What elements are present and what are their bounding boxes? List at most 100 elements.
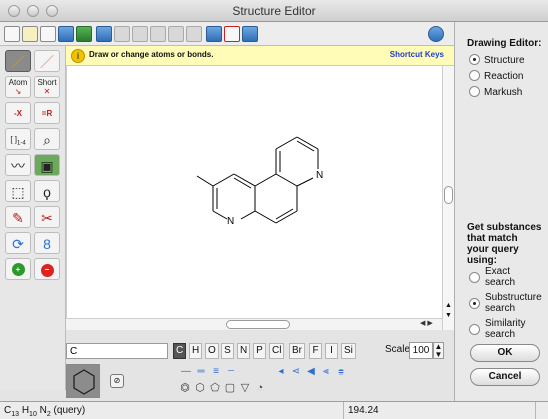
radio-icon[interactable] — [469, 54, 480, 65]
benzene-ring-icon[interactable]: ⏣ — [180, 382, 190, 394]
zoom-window-button[interactable] — [46, 5, 58, 17]
ring-fusion-tool[interactable]: ▣ — [34, 154, 60, 176]
element-button-s[interactable]: S — [221, 343, 234, 359]
copy-icon[interactable] — [132, 26, 148, 42]
ring-template-box[interactable] — [66, 364, 100, 398]
mode-structure-radio[interactable]: Structure — [469, 54, 525, 66]
element-button-o[interactable]: O — [205, 343, 219, 359]
bold-wedge-icon[interactable]: ◀ — [307, 366, 315, 377]
scale-stepper[interactable]: ▲▼ — [433, 342, 444, 359]
atom-symbol-input[interactable] — [66, 343, 168, 359]
cyclopentane-ring-icon[interactable]: ⬠ — [210, 382, 220, 394]
grid-icon[interactable] — [242, 26, 258, 42]
mode-markush-radio[interactable]: Markush — [469, 86, 522, 98]
element-button-f[interactable]: F — [309, 343, 322, 359]
wedge-bond-icon[interactable]: ◂ — [278, 366, 284, 377]
cyclohexane-ring-icon[interactable]: ⬡ — [195, 382, 205, 394]
rectangle-select-tool[interactable]: ⬚ — [5, 180, 31, 202]
element-button-br[interactable]: Br — [289, 343, 305, 359]
template-icon[interactable] — [22, 26, 38, 42]
bond-tool[interactable]: ／ — [5, 50, 31, 72]
element-button-cl[interactable]: Cl — [269, 343, 285, 359]
vertical-scrollbar[interactable]: ▲ ▼ — [442, 66, 454, 330]
replace-r-group-tool[interactable]: =R — [34, 102, 60, 124]
cancel-button[interactable]: Cancel — [470, 368, 540, 386]
bond — [254, 173, 277, 187]
single-bond-icon[interactable]: — — [181, 366, 191, 377]
decrease-charge-icon[interactable]: − — [34, 258, 60, 280]
radio-icon[interactable] — [469, 324, 480, 335]
zoom-tool[interactable]: ⌕ — [34, 128, 60, 150]
any-bond-icon[interactable]: ┄ — [227, 366, 235, 377]
atom-nitrogen-2: N — [316, 170, 323, 181]
shortcut-keys-link[interactable]: Shortcut Keys — [389, 50, 444, 59]
status-bar: C13 H10 N2 (query) 194.24 — [0, 401, 548, 419]
cut-icon[interactable] — [114, 26, 130, 42]
horizontal-scroll-thumb[interactable] — [226, 320, 290, 329]
hint-text: Draw or change atoms or bonds. — [89, 50, 214, 59]
element-button-c[interactable]: C — [173, 343, 187, 359]
element-button-h[interactable]: H — [189, 343, 203, 359]
either-bond-icon[interactable]: ⫷ — [323, 366, 329, 377]
custom-ring-icon[interactable]: ◔ — [256, 382, 264, 394]
molecular-formula: C13 H10 N2 (query) — [0, 402, 344, 419]
title-bar: Structure Editor — [0, 0, 548, 22]
element-button-n[interactable]: N — [237, 343, 251, 359]
molecular-weight: 194.24 — [344, 402, 536, 419]
cyclopropane-ring-icon[interactable]: ▽ — [240, 382, 250, 394]
bond — [233, 173, 256, 187]
new-document-icon[interactable] — [4, 26, 20, 42]
horizontal-scrollbar[interactable] — [66, 318, 442, 330]
hash-bond-icon[interactable]: ⋖ — [291, 366, 301, 377]
mode-reaction-radio[interactable]: Reaction — [469, 70, 523, 82]
bond — [233, 177, 252, 189]
radio-icon[interactable] — [469, 272, 480, 283]
ok-button[interactable]: OK — [470, 344, 540, 362]
stereo-toggle-icon[interactable]: ⊘ — [110, 374, 124, 388]
element-button-si[interactable]: Si — [341, 343, 356, 359]
bond — [296, 177, 314, 187]
help-icon[interactable] — [428, 26, 444, 42]
remove-substituent-tool[interactable]: -X — [5, 102, 31, 124]
rotate-tool[interactable]: ⟳ — [5, 232, 31, 254]
radio-icon[interactable] — [469, 70, 480, 81]
close-window-button[interactable] — [8, 5, 20, 17]
text-icon[interactable] — [40, 26, 56, 42]
atom-mapping-tool[interactable]: ✎ — [5, 206, 31, 228]
eraser-tool[interactable]: ／ — [34, 50, 60, 72]
atom-tool[interactable]: Atom↘ — [5, 76, 31, 98]
clear-icon[interactable] — [224, 26, 240, 42]
clean-structure-icon[interactable] — [206, 26, 222, 42]
undo-icon[interactable] — [168, 26, 184, 42]
double-bond-icon[interactable]: ═ — [197, 366, 205, 377]
lasso-select-tool[interactable]: ϙ — [34, 180, 60, 202]
scroll-down-arrow[interactable]: ▼ — [445, 312, 452, 319]
redo-icon[interactable] — [186, 26, 202, 42]
element-button-i[interactable]: I — [325, 343, 338, 359]
print-icon[interactable] — [96, 26, 112, 42]
drawing-editor-title: Drawing Editor: — [467, 38, 542, 49]
increase-charge-icon[interactable]: + — [5, 258, 31, 280]
drawing-canvas[interactable]: N N — [66, 66, 442, 318]
triple-bond-icon[interactable]: ≡ — [213, 366, 219, 377]
element-button-p[interactable]: P — [253, 343, 266, 359]
bracket-tool[interactable]: [ ]1-4 — [5, 128, 31, 150]
import-icon[interactable] — [76, 26, 92, 42]
shortcut-tool[interactable]: Short✕ — [34, 76, 60, 98]
cyclobutane-ring-icon[interactable]: ▢ — [224, 382, 236, 394]
horizontal-scroll-arrows[interactable]: ◀ ▶ — [420, 320, 433, 327]
scale-input[interactable]: 100 — [409, 342, 433, 359]
radio-icon[interactable] — [469, 298, 480, 309]
minimize-window-button[interactable] — [27, 5, 39, 17]
chain-tool[interactable]: 〰 — [5, 154, 31, 176]
flip-tool[interactable]: 8 — [34, 232, 60, 254]
chain-bond-icon[interactable]: ⩷ — [338, 366, 344, 377]
save-icon[interactable] — [58, 26, 74, 42]
bond — [275, 208, 294, 220]
radio-icon[interactable] — [469, 86, 480, 97]
scroll-up-arrow[interactable]: ▲ — [445, 302, 452, 309]
paste-icon[interactable] — [150, 26, 166, 42]
scissors-tool[interactable]: ✂ — [34, 206, 60, 228]
top-toolbar — [0, 22, 454, 46]
vertical-scroll-thumb[interactable] — [444, 186, 453, 204]
